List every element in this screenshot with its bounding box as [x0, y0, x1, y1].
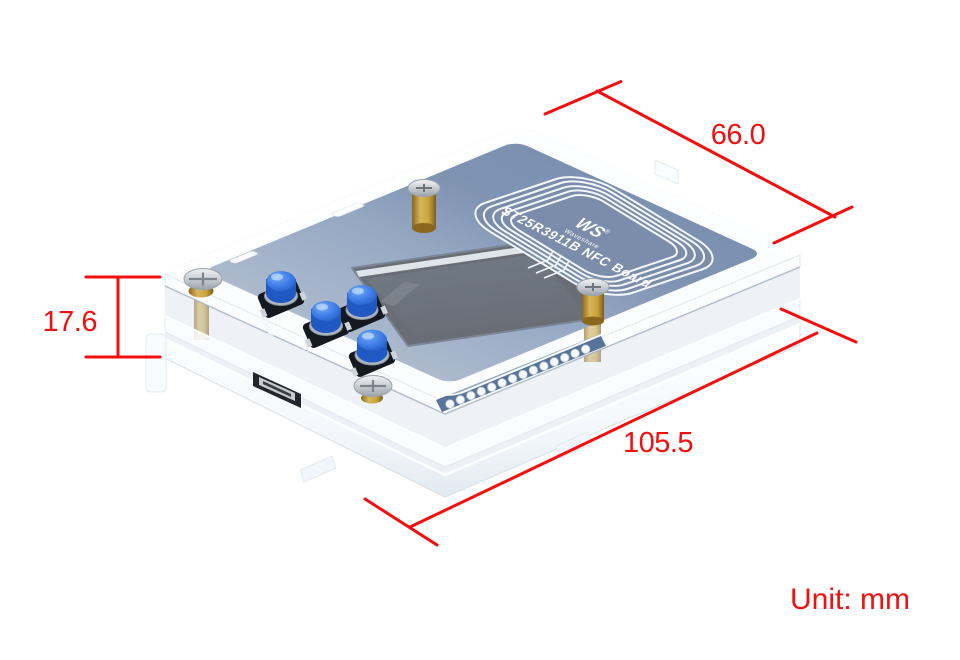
dimension-length-label: 105.5 [623, 427, 693, 459]
usb-port [253, 372, 301, 408]
screw-standoff-top [407, 179, 441, 233]
antenna-zone [475, 177, 713, 295]
screws-standoffs [183, 179, 610, 404]
phillips-cross-icon [360, 380, 386, 392]
case-side-tab [145, 333, 167, 393]
screw-left-corner [183, 268, 223, 298]
button-back [257, 271, 307, 318]
acrylic-highlight [164, 298, 801, 450]
button-up [338, 285, 388, 332]
top-plate-slot [331, 202, 365, 217]
top-plate-tab [654, 159, 679, 185]
phillips-cross-icon [189, 272, 217, 286]
screw-standoff-right [576, 278, 610, 326]
registered-mark: ® [602, 228, 612, 236]
usb-slot [263, 381, 291, 397]
case-foot [299, 455, 337, 483]
button-ok [348, 329, 398, 377]
dimension-width-66 [543, 80, 854, 245]
unit-label: Unit: mm [790, 583, 910, 616]
button-down [302, 301, 352, 348]
phillips-cross-icon [585, 283, 601, 291]
dimension-height-label: 17.6 [43, 306, 97, 338]
oled-screen [366, 254, 588, 341]
top-plate-back-reflection [175, 129, 525, 275]
top-plate-right-reflection [517, 131, 787, 254]
oled-reflection [380, 282, 420, 306]
pin-header-strip [436, 334, 606, 412]
antenna-feed-traces [527, 250, 570, 279]
phillips-cross-icon [416, 184, 432, 192]
top-plate-bright-edge [175, 129, 791, 396]
case-gap-layer [165, 267, 800, 448]
dimension-width-label: 66.0 [711, 119, 765, 151]
dimension-length-105 [363, 307, 858, 547]
oled-display [351, 239, 601, 347]
dimension-annotations [84, 80, 858, 547]
dimension-height-17 [84, 275, 162, 359]
buttons: BACK DOWN [257, 271, 398, 377]
plate-shadow-line [164, 266, 801, 415]
screw-front-corner [353, 375, 393, 404]
top-plate-slot [229, 251, 258, 264]
pin-header-holes [445, 344, 591, 409]
dimension-labels: 66.0 17.6 105.5 Unit: mm [43, 119, 910, 616]
antenna-coil-traces [458, 170, 730, 302]
oled-glass-highlight [356, 244, 544, 277]
